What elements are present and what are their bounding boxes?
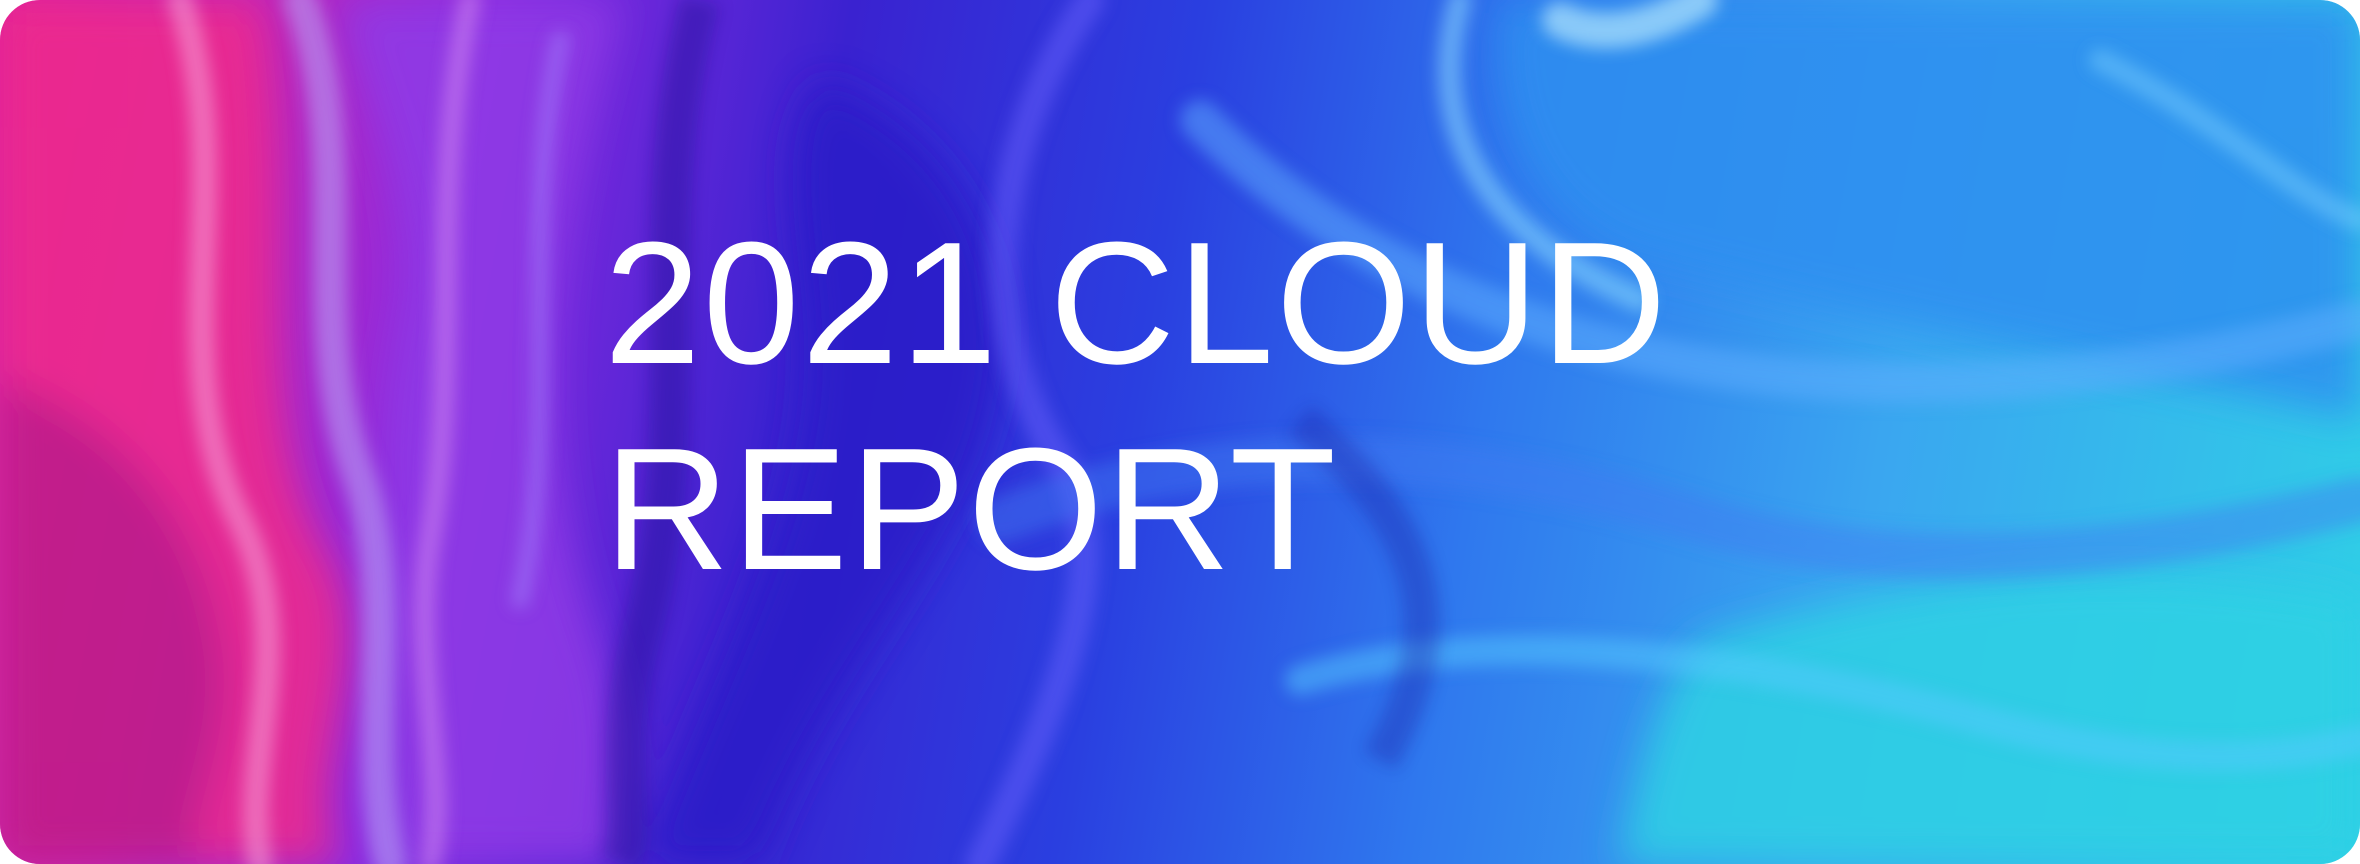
report-title-line-1: 2021 CLOUD [604, 205, 1669, 400]
report-title-line-2: REPORT [604, 411, 1338, 606]
report-title: 2021 CLOUD REPORT [604, 200, 1904, 612]
